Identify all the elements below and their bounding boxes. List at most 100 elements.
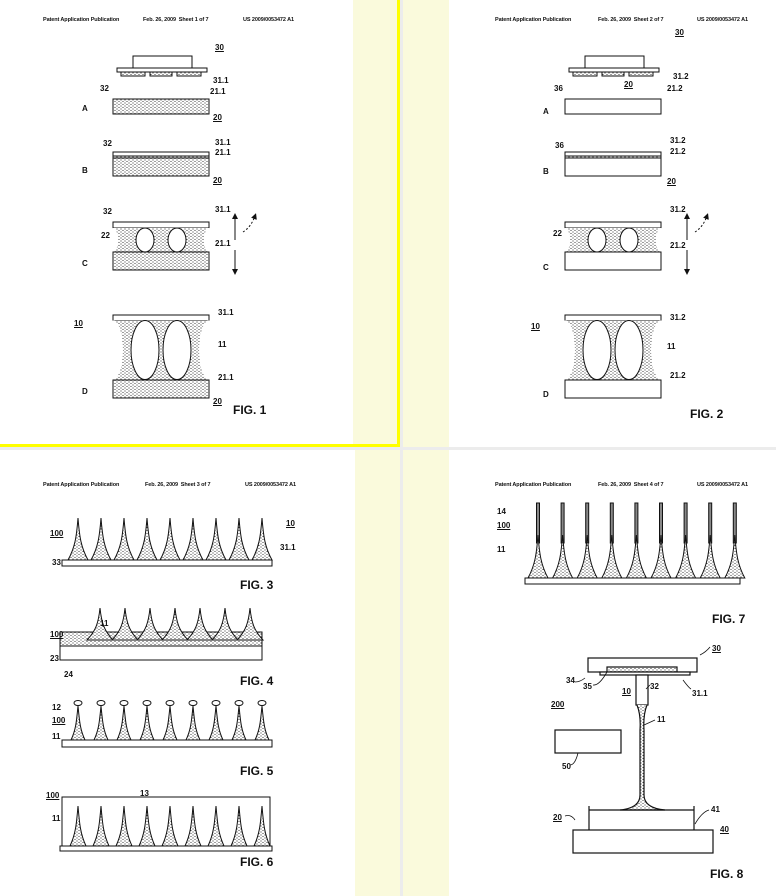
cone bbox=[114, 518, 134, 560]
header-publication: Patent Application Publication bbox=[495, 17, 571, 23]
tip-12 bbox=[212, 701, 220, 706]
step-label: A bbox=[82, 104, 88, 113]
ref-label: 31.2 bbox=[670, 136, 686, 145]
ref-label: 10 bbox=[74, 319, 83, 328]
cone bbox=[232, 706, 246, 740]
ref-label: 31.1 bbox=[692, 689, 708, 698]
gap bbox=[204, 228, 214, 252]
ref-label: 10 bbox=[531, 322, 540, 331]
cone bbox=[237, 608, 263, 640]
fibers-11 bbox=[565, 321, 661, 380]
cone bbox=[93, 806, 109, 846]
substrate-24 bbox=[60, 646, 262, 660]
plate-33 bbox=[62, 560, 272, 566]
ref-label: 31.1 bbox=[218, 308, 234, 317]
pad bbox=[602, 72, 624, 76]
header-patent-number: US 2009/0053472 A1 bbox=[245, 482, 296, 488]
base bbox=[525, 578, 740, 584]
substrate-b bbox=[565, 158, 661, 176]
step-label: C bbox=[82, 259, 88, 268]
ref-label: 31.2 bbox=[673, 72, 689, 81]
ref-label: 31.1 bbox=[280, 543, 296, 552]
cone bbox=[91, 518, 111, 560]
arrow-curved bbox=[695, 216, 707, 232]
cone bbox=[528, 535, 548, 578]
figure-caption: FIG. 2 bbox=[690, 407, 723, 421]
header-date-sheet: Feb. 26, 2009 Sheet 3 of 7 bbox=[145, 482, 210, 488]
fig-8-drawing bbox=[555, 647, 713, 853]
pad bbox=[629, 72, 653, 76]
cone bbox=[117, 706, 131, 740]
ref-label: 12 bbox=[52, 703, 61, 712]
ref-label: 21.1 bbox=[210, 87, 226, 96]
fig-4-drawing bbox=[60, 608, 263, 660]
ref-label: 40 bbox=[720, 825, 729, 834]
step-label: D bbox=[82, 387, 88, 396]
cone bbox=[602, 535, 622, 578]
gap bbox=[136, 228, 154, 252]
ref-label: 21.1 bbox=[215, 148, 231, 157]
ref-label: 36 bbox=[555, 141, 564, 150]
ref-label: 31.2 bbox=[670, 205, 686, 214]
cone bbox=[186, 706, 200, 740]
cone bbox=[162, 806, 178, 846]
base bbox=[60, 846, 272, 851]
header-patent-number: US 2009/0053472 A1 bbox=[243, 17, 294, 23]
cone bbox=[160, 518, 180, 560]
gap bbox=[656, 228, 666, 252]
tip-12 bbox=[143, 701, 151, 706]
ref-label: 35 bbox=[583, 682, 592, 691]
substrate-c bbox=[113, 252, 209, 270]
substrate-a bbox=[113, 99, 209, 114]
pad bbox=[121, 72, 145, 76]
figure-caption: FIG. 3 bbox=[240, 578, 273, 592]
header-date-sheet: Feb. 26, 2009 Sheet 2 of 7 bbox=[598, 17, 663, 23]
cone bbox=[725, 535, 745, 578]
ref-label: 30 bbox=[712, 644, 721, 653]
cone bbox=[163, 706, 177, 740]
ref-label: 36 bbox=[554, 84, 563, 93]
ref-label: 11 bbox=[497, 545, 505, 554]
cone bbox=[185, 806, 201, 846]
figure-caption: FIG. 4 bbox=[240, 674, 273, 688]
fig-6-drawing bbox=[60, 797, 272, 851]
base-40 bbox=[573, 830, 713, 853]
cone bbox=[68, 518, 88, 560]
plate bbox=[565, 152, 661, 156]
ref-label: 10 bbox=[622, 687, 631, 696]
ref-label: 11 bbox=[100, 619, 108, 628]
cone bbox=[116, 806, 132, 846]
header-date-sheet: Feb. 26, 2009 Sheet 1 of 7 bbox=[143, 17, 208, 23]
unit-50 bbox=[555, 730, 621, 753]
base bbox=[62, 740, 272, 747]
cone bbox=[626, 535, 646, 578]
plate bbox=[113, 222, 209, 228]
cone bbox=[187, 608, 213, 640]
liquid-bridges bbox=[113, 228, 209, 252]
gap bbox=[168, 228, 186, 252]
substrate-c bbox=[565, 252, 661, 270]
ref-label: 33 bbox=[52, 558, 61, 567]
ref-label: 20 bbox=[667, 177, 676, 186]
tip-12 bbox=[189, 701, 197, 706]
ref-label: 20 bbox=[213, 176, 222, 185]
substrate-b bbox=[113, 158, 209, 176]
ref-label: 21.2 bbox=[670, 241, 686, 250]
fig-5-drawing bbox=[62, 701, 272, 748]
header-patent-number: US 2009/0053472 A1 bbox=[697, 17, 748, 23]
header-publication: Patent Application Publication bbox=[43, 482, 119, 488]
fig-3-drawing bbox=[62, 518, 272, 566]
ref-label: 22 bbox=[101, 231, 110, 240]
tip-12 bbox=[120, 701, 128, 706]
ref-label: 50 bbox=[562, 762, 571, 771]
cone bbox=[577, 535, 597, 578]
layer-35 bbox=[607, 667, 677, 672]
step-label: D bbox=[543, 390, 549, 399]
tip-12 bbox=[166, 701, 174, 706]
plate bbox=[569, 68, 659, 72]
ref-label: 22 bbox=[553, 229, 562, 238]
fig-7-drawing bbox=[525, 503, 745, 584]
ref-label: 32 bbox=[103, 139, 112, 148]
gap bbox=[583, 321, 611, 380]
header-publication: Patent Application Publication bbox=[43, 17, 119, 23]
